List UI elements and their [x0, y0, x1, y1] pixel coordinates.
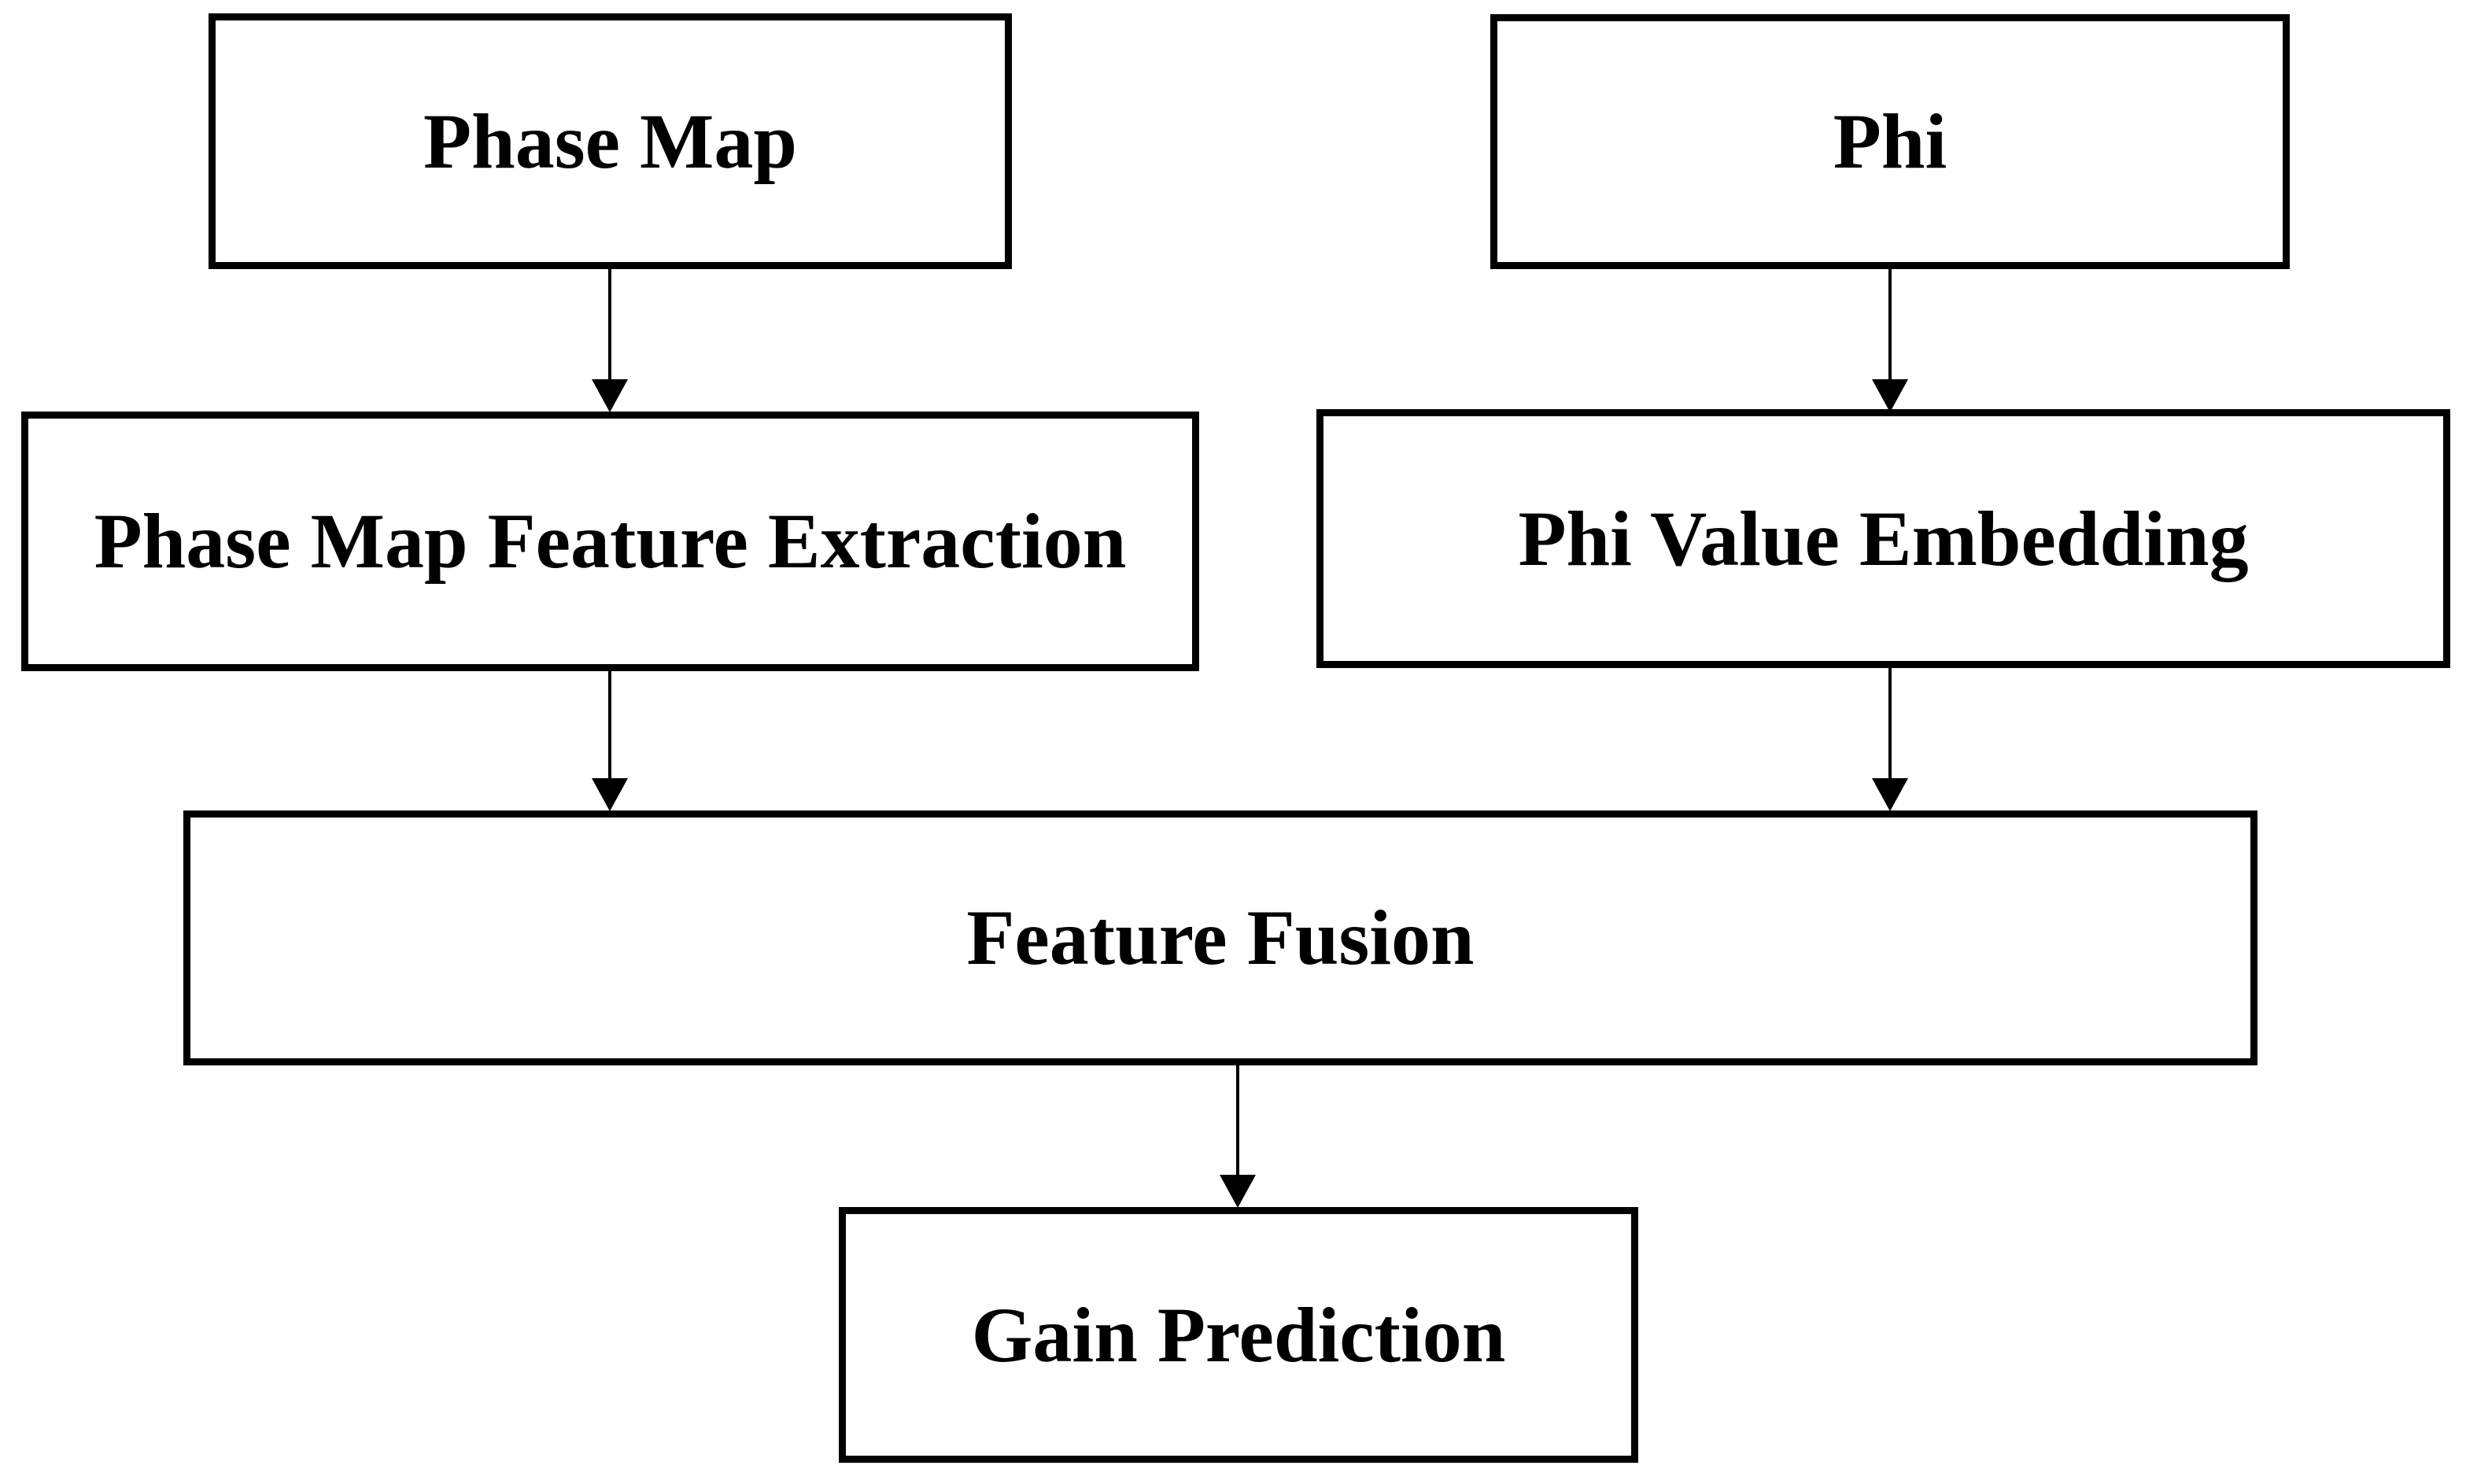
arrow-shaft — [1888, 667, 1892, 781]
node-phase-map: Phase Map — [209, 13, 1012, 269]
node-phase-map-feature-extraction-label: Phase Map Feature Extraction — [94, 497, 1127, 585]
arrow-shaft — [1888, 268, 1892, 382]
arrow-shaft — [608, 268, 611, 382]
arrow-extraction-to-fusion — [592, 670, 628, 811]
arrowhead-down-icon — [1220, 1175, 1256, 1208]
arrow-phase-map-to-extraction — [592, 268, 628, 412]
node-phase-map-feature-extraction: Phase Map Feature Extraction — [21, 412, 1199, 671]
arrowhead-down-icon — [1872, 379, 1908, 412]
node-phase-map-label: Phase Map — [423, 97, 797, 185]
node-gain-prediction-label: Gain Prediction — [971, 1290, 1506, 1379]
arrowhead-down-icon — [592, 379, 628, 412]
node-phi: Phi — [1490, 14, 2290, 269]
arrow-phi-to-embedding — [1872, 268, 1908, 412]
node-phi-value-embedding-label: Phi Value Embedding — [1518, 494, 2249, 582]
node-gain-prediction: Gain Prediction — [839, 1207, 1638, 1463]
arrow-fusion-to-gain-prediction — [1220, 1065, 1256, 1208]
node-phi-value-embedding: Phi Value Embedding — [1316, 409, 2450, 668]
arrow-shaft — [608, 670, 611, 781]
node-phi-label: Phi — [1833, 98, 1947, 185]
arrow-shaft — [1236, 1065, 1239, 1178]
arrowhead-down-icon — [1872, 778, 1908, 811]
arrowhead-down-icon — [592, 778, 628, 811]
arrow-embedding-to-fusion — [1872, 667, 1908, 811]
node-feature-fusion-label: Feature Fusion — [966, 894, 1475, 981]
node-feature-fusion: Feature Fusion — [183, 810, 2257, 1065]
